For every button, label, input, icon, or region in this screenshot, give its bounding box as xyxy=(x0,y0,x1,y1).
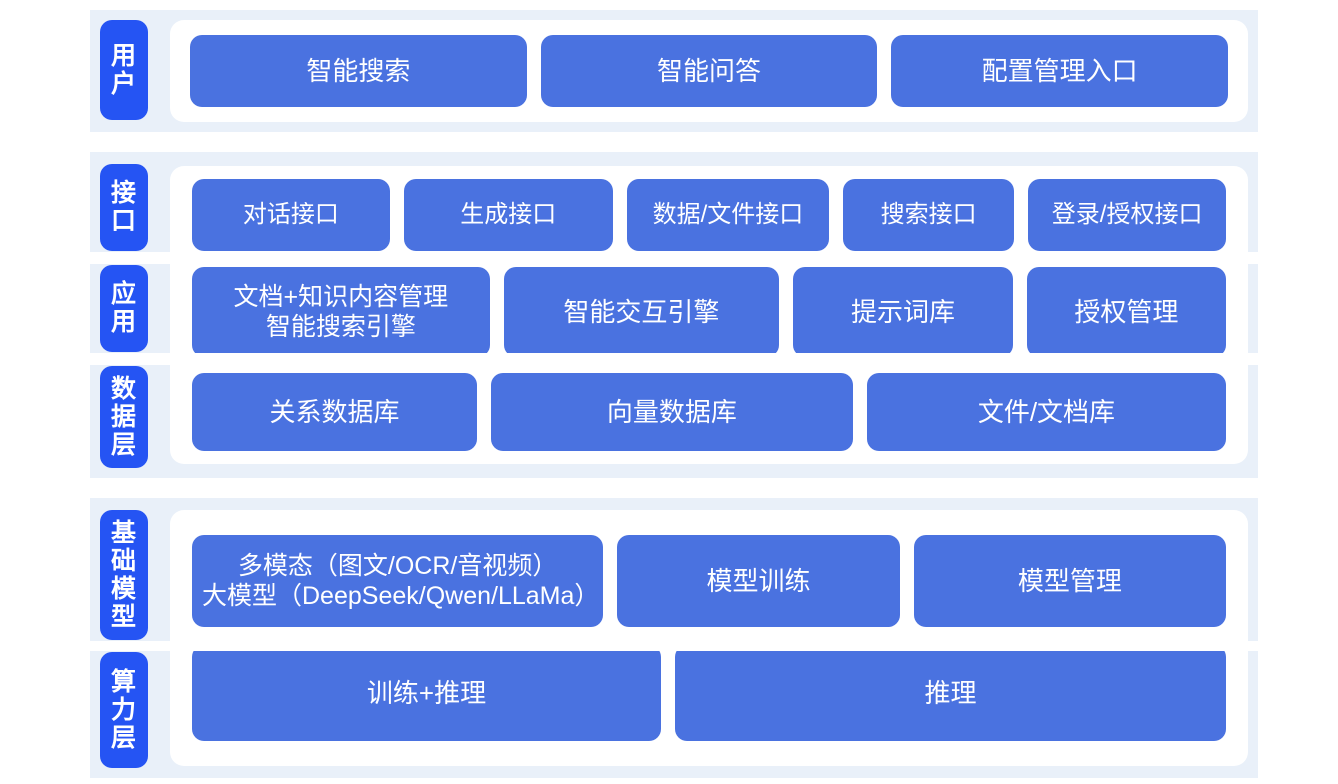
row-compute-modules: 训练+推理 推理 xyxy=(192,645,1226,741)
layer-tab-data[interactable]: 数据层 xyxy=(100,365,148,468)
box-relational-database[interactable]: 关系数据库 xyxy=(192,373,477,451)
row-user-entries: 智能搜索 智能问答 配置管理入口 xyxy=(190,35,1229,107)
card-platform-layer: 对话接口 生成接口 数据/文件接口 搜索接口 登录/授权接口 文档+知识内容管理… xyxy=(170,166,1248,464)
section-infrastructure-layer: 基础模型 算力层 多模态（图文/OCR/音视频） 大模型（DeepSeek/Qw… xyxy=(90,498,1258,778)
section-platform-layer: 接口 应用 数据层 对话接口 生成接口 数据/文件接口 搜索接口 登录/授权接口… xyxy=(90,152,1258,478)
box-login-auth-api[interactable]: 登录/授权接口 xyxy=(1028,179,1226,251)
box-inference[interactable]: 推理 xyxy=(674,645,1226,741)
box-model-training[interactable]: 模型训练 xyxy=(617,535,900,627)
row-data-stores: 关系数据库 向量数据库 文件/文档库 xyxy=(192,373,1226,451)
box-training-and-inference[interactable]: 训练+推理 xyxy=(192,645,661,741)
box-vector-database[interactable]: 向量数据库 xyxy=(490,373,853,451)
card-user-layer: 智能搜索 智能问答 配置管理入口 xyxy=(170,20,1248,122)
layer-tab-foundation-model[interactable]: 基础模型 xyxy=(100,510,148,641)
box-generation-api[interactable]: 生成接口 xyxy=(403,179,613,251)
section-user-layer: 用户 智能搜索 智能问答 配置管理入口 xyxy=(90,10,1258,132)
box-intelligent-interaction-engine[interactable]: 智能交互引擎 xyxy=(503,267,780,357)
label-rail-platform: 接口 应用 数据层 xyxy=(90,152,1258,478)
layer-separator xyxy=(90,641,1258,652)
box-intelligent-qa[interactable]: 智能问答 xyxy=(540,35,878,107)
box-file-document-store[interactable]: 文件/文档库 xyxy=(866,373,1226,451)
box-data-file-api[interactable]: 数据/文件接口 xyxy=(626,179,829,251)
card-infrastructure-layer: 多模态（图文/OCR/音视频） 大模型（DeepSeek/Qwen/LLaMa）… xyxy=(170,510,1248,766)
layer-tab-interface[interactable]: 接口 xyxy=(100,164,148,251)
label-rail-infra: 基础模型 算力层 xyxy=(90,498,1258,778)
layer-tab-user[interactable]: 用户 xyxy=(100,20,148,120)
row-model-modules: 多模态（图文/OCR/音视频） 大模型（DeepSeek/Qwen/LLaMa）… xyxy=(192,535,1226,627)
box-model-management[interactable]: 模型管理 xyxy=(913,535,1226,627)
box-multimodal-large-model[interactable]: 多模态（图文/OCR/音视频） 大模型（DeepSeek/Qwen/LLaMa） xyxy=(192,535,604,627)
layer-separator xyxy=(90,352,1258,365)
layer-separator xyxy=(90,251,1258,264)
box-intelligent-search[interactable]: 智能搜索 xyxy=(190,35,527,107)
row-interface-apis: 对话接口 生成接口 数据/文件接口 搜索接口 登录/授权接口 xyxy=(192,179,1226,251)
layer-tab-application[interactable]: 应用 xyxy=(100,264,148,352)
label-rail-user: 用户 xyxy=(90,10,158,132)
box-config-management-entry[interactable]: 配置管理入口 xyxy=(891,35,1229,107)
box-document-knowledge-management[interactable]: 文档+知识内容管理 智能搜索引擎 xyxy=(192,267,490,357)
box-dialog-api[interactable]: 对话接口 xyxy=(192,179,390,251)
row-application-modules: 文档+知识内容管理 智能搜索引擎 智能交互引擎 提示词库 授权管理 xyxy=(192,267,1226,357)
box-prompt-library[interactable]: 提示词库 xyxy=(793,267,1013,357)
box-search-api[interactable]: 搜索接口 xyxy=(842,179,1015,251)
box-authorization-management[interactable]: 授权管理 xyxy=(1026,267,1226,357)
layer-tab-compute[interactable]: 算力层 xyxy=(100,652,148,768)
